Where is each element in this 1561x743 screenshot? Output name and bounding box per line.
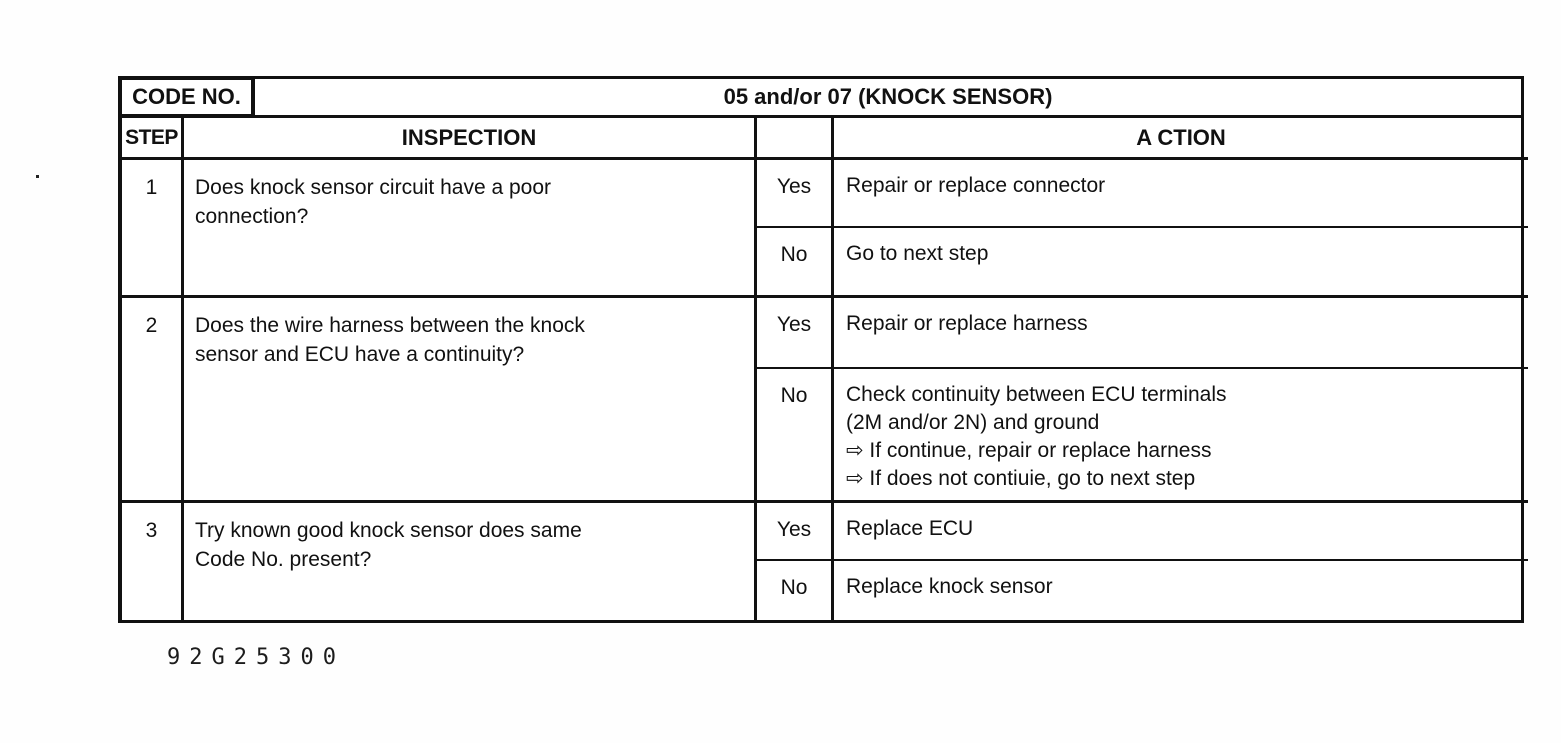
code-label-cell: CODE NO. [118, 76, 255, 118]
row3-no-action: Replace knock sensor [834, 561, 1528, 620]
row2-yes-action-line-1: Repair or replace harness [846, 312, 1088, 335]
row3-yes-action-line-1: Replace ECU [846, 517, 974, 540]
step-1-number: 1 [122, 160, 184, 298]
column-header-blank [757, 118, 834, 160]
code-value: 05 and/or 07 (KNOCK SENSOR) [723, 84, 1053, 109]
step-2-number: 2 [122, 298, 184, 503]
row1-yes-action: Repair or replace connector [834, 160, 1528, 228]
row2-no-action-line-1: Check continuity between ECU terminals [846, 383, 1227, 406]
column-header-step: STEP [122, 118, 184, 160]
row1-no-action-line-1: Go to next step [846, 242, 989, 265]
scan-speck [36, 175, 39, 178]
row2-no-action-line-3: ⇨ If continue, repair or replace harness [846, 439, 1212, 462]
row3-no-action-line-1: Replace knock sensor [846, 575, 1053, 598]
row1-no-label: No [757, 228, 834, 298]
inspection-1-line-2: connection? [195, 205, 309, 228]
row3-yes-action: Replace ECU [834, 503, 1528, 561]
table-grid: STEP INSPECTION A CTION 1 Does knock sen… [118, 118, 1528, 623]
inspection-3-text: Try known good knock sensor does same Co… [184, 503, 757, 620]
inspection-2-line-1: Does the wire harness between the knock [195, 314, 585, 337]
row3-no-label: No [757, 561, 834, 620]
inspection-2-text: Does the wire harness between the knock … [184, 298, 757, 503]
column-header-action: A CTION [834, 118, 1528, 160]
inspection-3-line-1: Try known good knock sensor does same [195, 519, 582, 542]
row2-no-action: Check continuity between ECU terminals (… [834, 369, 1528, 503]
inspection-2-line-2: sensor and ECU have a continuity? [195, 343, 525, 366]
inspection-3-line-2: Code No. present? [195, 548, 372, 571]
figure-code: 92G25300 [167, 645, 345, 670]
diagnostic-table: CODE NO. 05 and/or 07 (KNOCK SENSOR) STE… [118, 76, 1528, 623]
inspection-1-text: Does knock sensor circuit have a poor co… [184, 160, 757, 298]
column-header-inspection: INSPECTION [184, 118, 757, 160]
row2-no-action-line-4: ⇨ If does not contiuie, go to next step [846, 467, 1196, 490]
row2-yes-label: Yes [757, 298, 834, 369]
row2-yes-action: Repair or replace harness [834, 298, 1528, 369]
row2-no-action-line-2: (2M and/or 2N) and ground [846, 411, 1100, 434]
inspection-1-line-1: Does knock sensor circuit have a poor [195, 176, 552, 199]
code-row: CODE NO. 05 and/or 07 (KNOCK SENSOR) [118, 76, 1524, 118]
row3-yes-label: Yes [757, 503, 834, 561]
code-label: CODE NO. [132, 84, 241, 109]
code-value-cell: 05 and/or 07 (KNOCK SENSOR) [255, 76, 1524, 118]
row1-yes-action-line-1: Repair or replace connector [846, 174, 1106, 197]
row2-no-label: No [757, 369, 834, 503]
row1-yes-label: Yes [757, 160, 834, 228]
row1-no-action: Go to next step [834, 228, 1528, 298]
step-3-number: 3 [122, 503, 184, 620]
